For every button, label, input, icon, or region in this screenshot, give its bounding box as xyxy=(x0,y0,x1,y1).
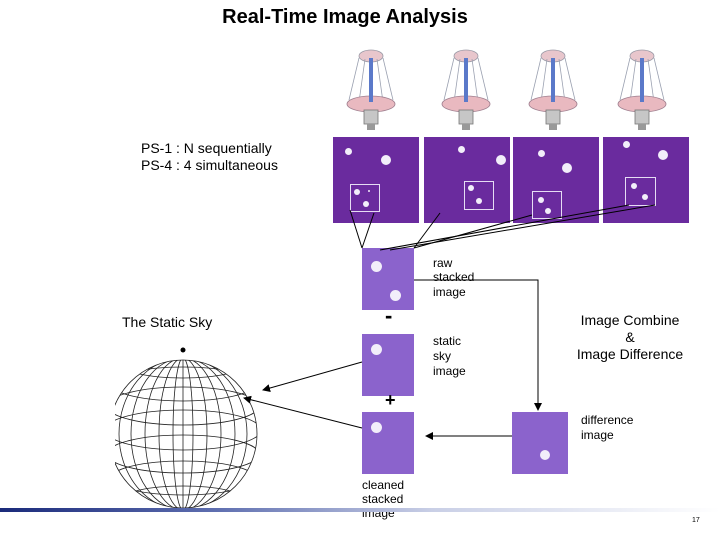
star xyxy=(363,201,369,207)
camera-image-4 xyxy=(603,137,689,223)
star xyxy=(623,141,630,148)
static-label-line-1: static xyxy=(433,334,462,348)
telescope-icon xyxy=(346,49,396,130)
star xyxy=(371,344,382,355)
star xyxy=(381,155,391,165)
static-sky-image xyxy=(362,334,414,396)
star xyxy=(538,197,544,203)
difference-image xyxy=(512,412,568,474)
region-box xyxy=(350,184,380,212)
cleaned-label-line-1: cleaned xyxy=(362,478,405,492)
star xyxy=(545,208,551,214)
camera-image-2 xyxy=(424,137,510,223)
combine-label-line-1: Image Combine xyxy=(580,312,680,328)
star xyxy=(540,450,550,460)
raw-stacked-image xyxy=(362,248,414,310)
star xyxy=(496,155,506,165)
combine-label-line-2: & xyxy=(625,329,635,345)
star xyxy=(371,422,382,433)
star xyxy=(538,150,545,157)
region-box xyxy=(464,181,494,210)
star xyxy=(658,150,668,160)
minus-sign: - xyxy=(385,303,393,328)
star xyxy=(476,198,482,204)
region-box xyxy=(532,191,562,219)
star xyxy=(631,183,637,189)
sky-globe-icon xyxy=(115,347,258,508)
cleaned-stacked-image xyxy=(362,412,414,474)
telescope-icon xyxy=(441,49,491,130)
telescope-icon xyxy=(528,49,578,130)
star xyxy=(642,194,648,200)
difference-label-line-2: image xyxy=(581,428,614,442)
camera-image-3 xyxy=(513,137,599,223)
star xyxy=(390,290,401,301)
star xyxy=(345,148,352,155)
ps1-label: PS-1 : N sequentially xyxy=(141,140,272,156)
raw-label-line-1: raw xyxy=(433,256,453,270)
static-label-line-2: sky xyxy=(433,349,451,363)
static-sky-title: The Static Sky xyxy=(122,314,213,330)
star xyxy=(354,189,360,195)
region-box xyxy=(625,177,656,206)
star xyxy=(468,185,474,191)
static-label-line-3: image xyxy=(433,364,466,378)
combine-label-line-3: Image Difference xyxy=(576,346,684,362)
page-number: 17 xyxy=(692,517,700,524)
cleaned-label-line-2: stacked xyxy=(362,492,404,506)
star xyxy=(371,261,382,272)
slide-title: Real-Time Image Analysis xyxy=(222,6,468,28)
ps4-label: PS-4 : 4 simultaneous xyxy=(141,157,278,173)
raw-label-line-3: image xyxy=(433,285,466,299)
star xyxy=(562,163,572,173)
plus-sign: + xyxy=(385,390,396,410)
difference-label-line-1: difference xyxy=(581,413,634,427)
footer-bar xyxy=(0,508,720,512)
star xyxy=(368,190,370,192)
star xyxy=(458,146,465,153)
camera-image-1 xyxy=(333,137,419,223)
telescope-icon xyxy=(617,49,667,130)
